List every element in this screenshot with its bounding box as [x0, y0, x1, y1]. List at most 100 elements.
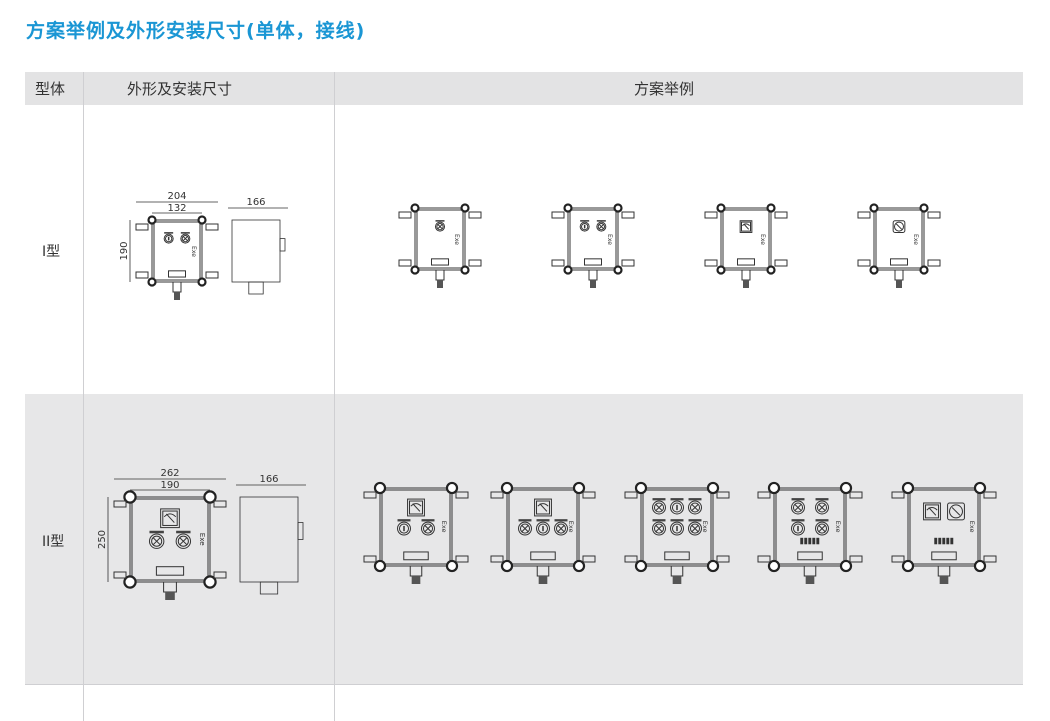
example-i-4: Exe [857, 203, 941, 288]
side-view [231, 219, 281, 283]
mounting-bracket [490, 491, 504, 499]
mounting-bracket [983, 491, 997, 499]
row-divider [25, 684, 1023, 685]
bolt-icon [973, 481, 987, 495]
header-type: 型体 [35, 80, 66, 98]
button-icon [579, 221, 590, 232]
exe-marking: Exe [453, 234, 460, 245]
nameplate [664, 551, 690, 561]
bolt-icon [919, 203, 929, 213]
mounting-bracket [774, 259, 788, 267]
exe-marking: Exe [968, 521, 976, 533]
mounting-bracket [849, 555, 863, 563]
example-i-2: Exe [551, 203, 635, 288]
mounting-bracket [757, 555, 771, 563]
mounting-bracket [704, 211, 718, 219]
cable-gland [435, 269, 445, 281]
exe-marking: Exe [701, 521, 709, 533]
bolt-icon [706, 559, 720, 573]
exe-marking: Exe [759, 234, 766, 245]
cable-gland [803, 565, 817, 577]
bolt-icon [767, 481, 781, 495]
bolt-icon [197, 277, 207, 287]
button-icon [791, 521, 805, 536]
dim-height: 190 [119, 241, 130, 260]
lamp-icon [815, 521, 829, 536]
bolt-icon [839, 481, 853, 495]
lamp-icon [652, 500, 666, 515]
row-label-ii: II型 [42, 534, 65, 550]
lamp-icon [554, 521, 568, 536]
bolt-icon [445, 559, 459, 573]
exe-marking: Exe [912, 234, 919, 245]
bolt-icon [203, 490, 217, 504]
column-divider [334, 72, 335, 721]
lamp-icon [148, 533, 165, 549]
exe-marking: Exe [198, 533, 207, 547]
bolt-icon [716, 265, 726, 275]
exe-marking: Exe [440, 521, 448, 533]
meter-icon [923, 502, 941, 521]
bolt-icon [634, 559, 648, 573]
mounting-bracket [927, 211, 941, 219]
nameplate [155, 566, 185, 576]
lamp-icon [791, 500, 805, 515]
mounting-bracket [468, 259, 482, 267]
example-ii-2: Exe [490, 481, 596, 584]
terminal-block-icon [934, 537, 954, 545]
mounting-bracket [891, 491, 905, 499]
meter-icon [160, 508, 180, 529]
mounting-bracket [113, 571, 127, 579]
mounting-bracket [624, 555, 638, 563]
mounting-bracket [704, 259, 718, 267]
header-examples: 方案举例 [634, 80, 695, 98]
bolt-icon [919, 265, 929, 275]
side-view [239, 496, 299, 583]
nameplate [890, 258, 908, 266]
bolt-icon [767, 559, 781, 573]
button-icon [536, 521, 550, 536]
button-icon [397, 521, 411, 536]
row-ii-background [25, 394, 1023, 684]
nameplate [530, 551, 556, 561]
bolt-icon [373, 559, 387, 573]
cable-gland [588, 269, 598, 281]
mounting-bracket [455, 491, 469, 499]
lamp-icon [688, 500, 702, 515]
mounting-bracket [398, 259, 412, 267]
mounting-bracket [363, 555, 377, 563]
mounting-bracket [891, 555, 905, 563]
bolt-icon [410, 203, 420, 213]
bolt-icon [901, 481, 915, 495]
page-title: 方案举例及外形安装尺寸(单体，接线) [26, 20, 366, 42]
nameplate [737, 258, 755, 266]
example-i-3: Exe [704, 203, 788, 288]
bolt-icon [869, 203, 879, 213]
mounting-bracket [363, 491, 377, 499]
bolt-icon [123, 490, 137, 504]
example-ii-5: Exe [891, 481, 997, 584]
bolt-icon [901, 559, 915, 573]
bolt-icon [766, 203, 776, 213]
mounting-bracket [716, 555, 730, 563]
mounting-bracket [624, 491, 638, 499]
cable-gland [894, 269, 904, 281]
bolt-icon [500, 481, 514, 495]
example-ii-3: Exe [624, 481, 730, 584]
mounting-bracket [857, 259, 871, 267]
nameplate [797, 551, 823, 561]
mounting-bracket [757, 491, 771, 499]
bolt-icon [716, 203, 726, 213]
front-view-ii: Exe [113, 490, 227, 600]
switch-icon [947, 502, 965, 521]
exe-marking: Exe [567, 521, 575, 533]
example-ii-1: Exe [363, 481, 469, 584]
mounting-bracket [774, 211, 788, 219]
cable-gland [741, 269, 751, 281]
dim-depth: 166 [259, 474, 278, 485]
switch-icon [892, 220, 906, 233]
bolt-icon [563, 265, 573, 275]
bolt-icon [203, 575, 217, 589]
mounting-bracket [205, 271, 219, 279]
mounting-bracket [857, 211, 871, 219]
